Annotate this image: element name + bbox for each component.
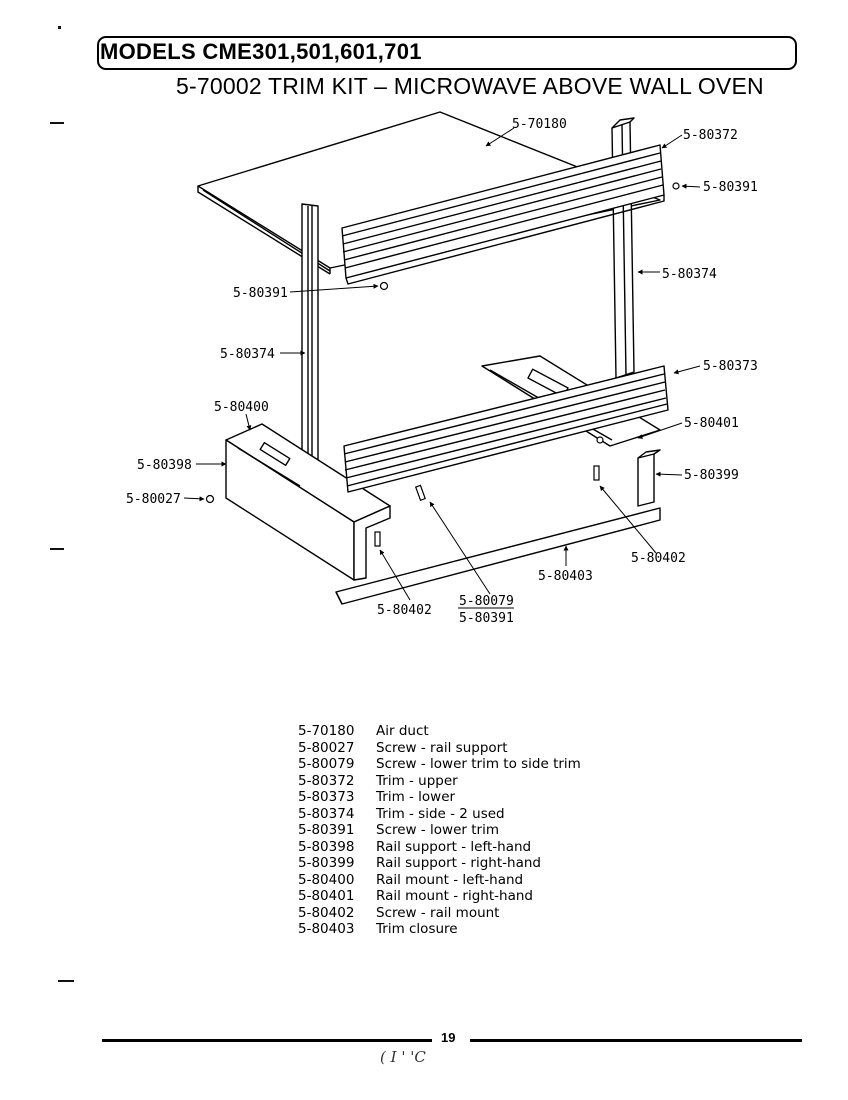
trim-closure	[335, 507, 661, 605]
part-number: 5-80398	[298, 838, 355, 855]
part-description: Air duct	[376, 723, 429, 739]
callout-side-trim-left: 5-80374	[220, 347, 275, 362]
callout-trim-lower: 5-80373	[703, 359, 758, 374]
part-description: Screw - rail mount	[376, 904, 500, 921]
part-number: 5-70180	[298, 723, 355, 739]
part-description: Screw - lower trim to side trim	[376, 756, 581, 772]
upper-trim	[341, 144, 665, 285]
part-number: 5-80374	[298, 805, 355, 822]
part-number: 5-80400	[298, 871, 355, 888]
models-title: MODELS CME301,501,601,701	[100, 39, 422, 64]
scan-speck	[50, 548, 64, 550]
screw-left-icon	[379, 281, 389, 291]
callout-rail-mount-right: 5-80401	[684, 416, 739, 431]
part-description: Trim - lower	[376, 789, 456, 805]
part-description: Rail support - right-hand	[376, 855, 541, 871]
callout-screw-lower-trim-side: 5-80079	[459, 594, 514, 609]
footer-rule-left	[102, 1039, 432, 1042]
parts-list-row: 5-80399 Rail support - right-hand	[298, 855, 581, 872]
part-description: Trim closure	[376, 921, 458, 937]
left-rail-support	[225, 423, 391, 581]
right-rail-support	[637, 449, 661, 507]
callout-rail-mount-left: 5-80400	[214, 400, 269, 415]
callout-side-trim-right: 5-80374	[662, 267, 717, 282]
part-number: 5-80403	[298, 921, 355, 937]
page-number: 19	[441, 1030, 456, 1045]
callout-screw-rail-support: 5-80027	[126, 492, 181, 507]
screw-lower-right-icon	[596, 436, 604, 444]
parts-list: 5-70180 Air duct 5-80027 Screw - rail suppo…	[298, 723, 581, 938]
callout-rail-support-right: 5-80399	[684, 468, 739, 483]
callout-trim-closure: 5-80403	[538, 569, 593, 584]
callout-screw-right: 5-80391	[703, 180, 758, 195]
part-number: 5-80399	[298, 855, 355, 871]
callout-air-duct: 5-70180	[512, 117, 567, 132]
parts-list-row: 5-80403 Trim closure	[298, 921, 581, 938]
callout-screw-left: 5-80391	[233, 286, 288, 301]
callout-screw-rail-mount-left: 5-80402	[377, 603, 432, 618]
part-number: 5-80402	[298, 904, 355, 921]
part-description: Screw - rail support	[376, 739, 508, 756]
callout-screw-rail-mount-right: 5-80402	[631, 551, 686, 566]
part-description: Rail support - left-hand	[376, 838, 532, 855]
part-description: Trim - side - 2 used	[376, 805, 505, 822]
part-number: 5-80372	[298, 772, 355, 789]
models-header-box	[97, 36, 797, 70]
scan-speck	[50, 122, 64, 124]
scan-speck	[58, 26, 61, 29]
callout-trim-upper: 5-80372	[683, 128, 738, 143]
callout-rail-support-left: 5-80398	[137, 458, 192, 473]
part-description: Rail mount - right-hand	[376, 888, 533, 904]
parts-list-row: 5-80402 Screw - rail mount	[298, 905, 581, 922]
parts-list-row: 5-80374 Trim - side - 2 used	[298, 806, 581, 823]
screw-rail-support-icon	[205, 494, 215, 504]
callout-screw-lower-trim-bottom: 5-80391	[459, 611, 514, 626]
part-number: 5-80079	[298, 756, 355, 772]
screw-rail-mount-left-icon	[374, 531, 381, 547]
parts-list-row: 5-80401 Rail mount - right-hand	[298, 888, 581, 905]
parts-list-row: 5-70180 Air duct	[298, 723, 581, 740]
screw-right-icon	[672, 182, 680, 190]
lower-trim	[343, 365, 669, 493]
part-description: Screw - lower trim	[376, 822, 499, 838]
part-description: Trim - upper	[376, 772, 458, 789]
parts-list-row: 5-80079 Screw - lower trim to side trim	[298, 756, 581, 773]
handwritten-mark: ( I ' 'C	[380, 1048, 426, 1066]
parts-list-row: 5-80398 Rail support - left-hand	[298, 839, 581, 856]
left-side-trim	[301, 203, 319, 471]
scan-speck	[58, 980, 74, 982]
parts-list-row: 5-80373 Trim - lower	[298, 789, 581, 806]
part-number: 5-80401	[298, 888, 355, 904]
trim-kit-subtitle: 5-70002 TRIM KIT – MICROWAVE ABOVE WALL …	[176, 73, 764, 99]
part-number: 5-80391	[298, 822, 355, 838]
screw-lower-trim-icon	[414, 484, 426, 502]
parts-list-row: 5-80027 Screw - rail support	[298, 740, 581, 757]
parts-list-row: 5-80391 Screw - lower trim	[298, 822, 581, 839]
part-number: 5-80027	[298, 739, 355, 756]
screw-rail-mount-right-icon	[593, 465, 600, 481]
parts-list-row: 5-80372 Trim - upper	[298, 773, 581, 790]
part-number: 5-80373	[298, 789, 355, 805]
parts-list-row: 5-80400 Rail mount - left-hand	[298, 872, 581, 889]
footer-rule-right	[470, 1039, 802, 1042]
part-description: Rail mount - left-hand	[376, 871, 524, 888]
